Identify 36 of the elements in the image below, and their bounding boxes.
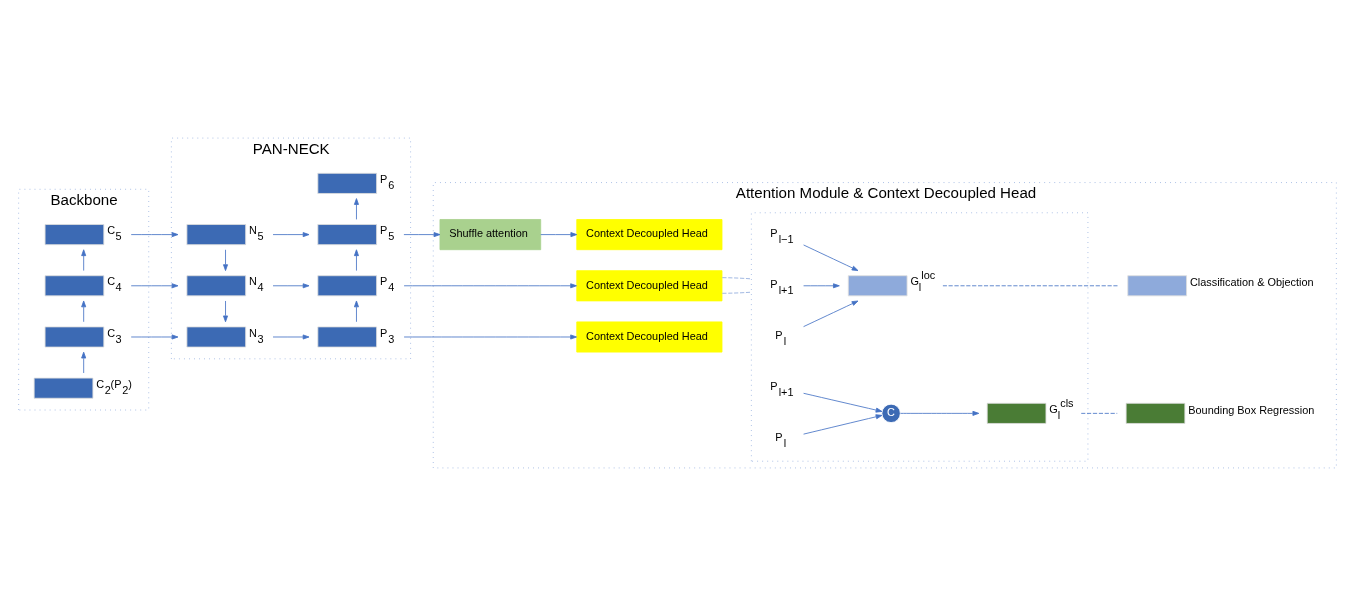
arrow	[803, 300, 859, 328]
arrow	[353, 198, 359, 220]
arrow	[900, 410, 980, 416]
arrow	[130, 283, 179, 289]
arrow	[403, 232, 441, 238]
arrow	[272, 232, 310, 238]
node-box: Context Decoupled Head	[576, 270, 723, 302]
node-label: Classification & Objection	[1189, 276, 1314, 289]
arrow	[803, 414, 883, 435]
arrow	[540, 232, 578, 238]
arrow	[81, 300, 87, 323]
arrow	[353, 300, 359, 323]
connector	[1080, 412, 1118, 414]
cluster	[750, 212, 1089, 462]
arrow	[81, 249, 87, 271]
arrow	[130, 232, 179, 238]
arrow	[272, 283, 310, 289]
arrow	[803, 392, 883, 413]
node-box: Shuffle attention	[439, 219, 542, 251]
node-circle: C	[881, 403, 901, 424]
arrow	[803, 244, 859, 271]
node-box: Context Decoupled Head	[576, 219, 723, 251]
arrow	[403, 283, 577, 289]
connector	[942, 285, 1120, 287]
connector	[721, 277, 752, 280]
arrow	[403, 334, 577, 340]
arrow	[223, 249, 228, 271]
node-label: Bounding Box Regression	[1188, 403, 1315, 416]
node-box: Context Decoupled Head	[576, 321, 723, 353]
arrow	[803, 283, 840, 289]
arrow	[223, 300, 228, 323]
connector	[721, 291, 752, 294]
arrow	[81, 351, 87, 374]
arrow	[130, 334, 179, 340]
arrow	[272, 334, 310, 340]
arrow	[353, 249, 359, 271]
